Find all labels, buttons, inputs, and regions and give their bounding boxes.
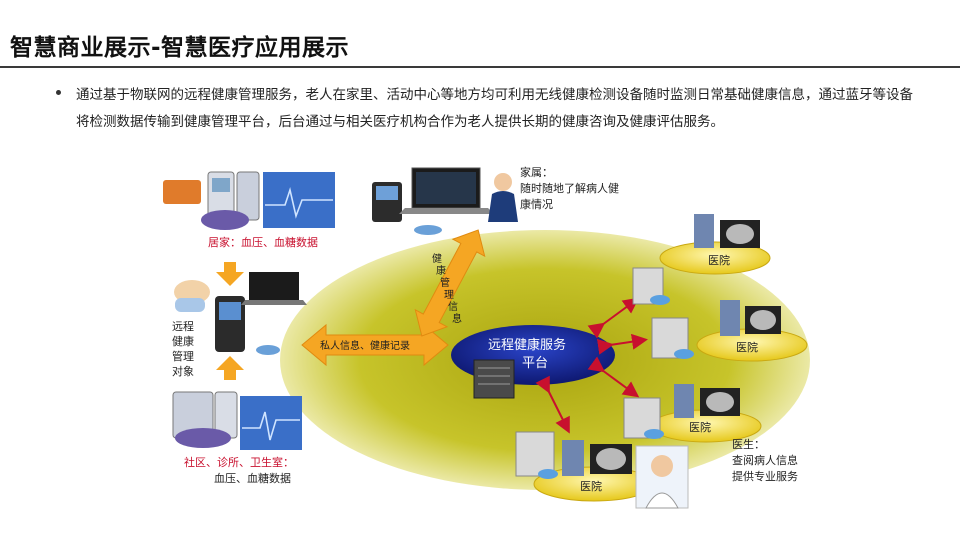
- health-info-char2: 康: [436, 264, 446, 277]
- patient-label-line3: 管理: [172, 349, 194, 363]
- patient-label-line1: 远程: [172, 320, 194, 333]
- patient-label-line2: 健康: [172, 334, 194, 348]
- hospital-4-label: 医院: [580, 479, 602, 493]
- private-info-arrow: [301, 323, 449, 367]
- bp-monitor-icon: [201, 210, 249, 230]
- sensor-icon: [414, 225, 442, 235]
- community-label-line2: 血压、血糖数据: [214, 471, 291, 485]
- family-label-line2: 随时随地了解病人健: [520, 181, 619, 195]
- family-label-line1: 家属：: [520, 165, 553, 179]
- doctor-label-line2: 查阅病人信息: [732, 453, 798, 467]
- hospital-node-4: [515, 431, 655, 502]
- hospital-node-1: [632, 214, 771, 305]
- health-info-char1: 健: [432, 253, 442, 265]
- hospital-node-2: [651, 300, 808, 362]
- patient-laptop-icon: [249, 272, 299, 300]
- platform-label-line1: 远程健康服务: [488, 337, 566, 353]
- health-info-char3: 管: [440, 276, 450, 289]
- hospital-building-icon: [720, 300, 740, 336]
- home-devices: [163, 171, 335, 230]
- platform-label-line2: 平台: [522, 356, 548, 371]
- health-info-char5: 信: [448, 301, 458, 313]
- family-label-line3: 康情况: [520, 197, 553, 211]
- patient-devices: [174, 262, 307, 380]
- hospital-node-3: [623, 384, 762, 443]
- community-devices: [172, 391, 302, 450]
- doctor-label-line3: 提供专业服务: [732, 469, 798, 483]
- health-info-arrow: [414, 229, 486, 337]
- bullet-icon: [56, 90, 61, 95]
- page-title: 智慧商业展示-智慧医疗应用展示: [10, 35, 350, 61]
- server-icon: [515, 431, 555, 477]
- hospital-building-icon: [694, 214, 714, 248]
- patient-sensor-icon: [256, 345, 280, 355]
- doctor-label-line1: 医生：: [732, 437, 765, 451]
- intro-paragraph: 通过基于物联网的远程健康管理服务，老人在家里、活动中心等地方均可利用无线健康检测…: [76, 87, 913, 130]
- family-devices: [372, 167, 518, 235]
- hospital-building-icon: [562, 440, 584, 476]
- down-arrow-icon: [216, 262, 244, 286]
- health-info-char4: 理: [444, 289, 454, 301]
- platform-links: [535, 297, 648, 434]
- server-icon: [623, 397, 661, 439]
- hospital-2-label: 医院: [736, 340, 758, 354]
- health-info-char6: 息: [452, 312, 462, 325]
- title-divider: [0, 66, 960, 68]
- doctor-icon: [635, 445, 689, 509]
- server-rack-icon: [473, 359, 515, 399]
- community-label-line1: 社区、诊所、卫生室：: [184, 455, 294, 469]
- home-label: 居家：血压、血糖数据: [208, 235, 318, 249]
- private-info-label: 私人信息、健康记录: [320, 339, 410, 352]
- hospital-building-icon: [674, 384, 694, 418]
- patient-label-line4: 对象: [172, 364, 194, 378]
- glucose-device-icon: [163, 180, 201, 204]
- hospital-1-label: 医院: [708, 253, 730, 267]
- family-person-icon: [494, 173, 512, 191]
- community-ecg-icon: [240, 396, 302, 450]
- hospital-3-label: 医院: [689, 420, 711, 434]
- up-arrow-icon: [216, 356, 244, 380]
